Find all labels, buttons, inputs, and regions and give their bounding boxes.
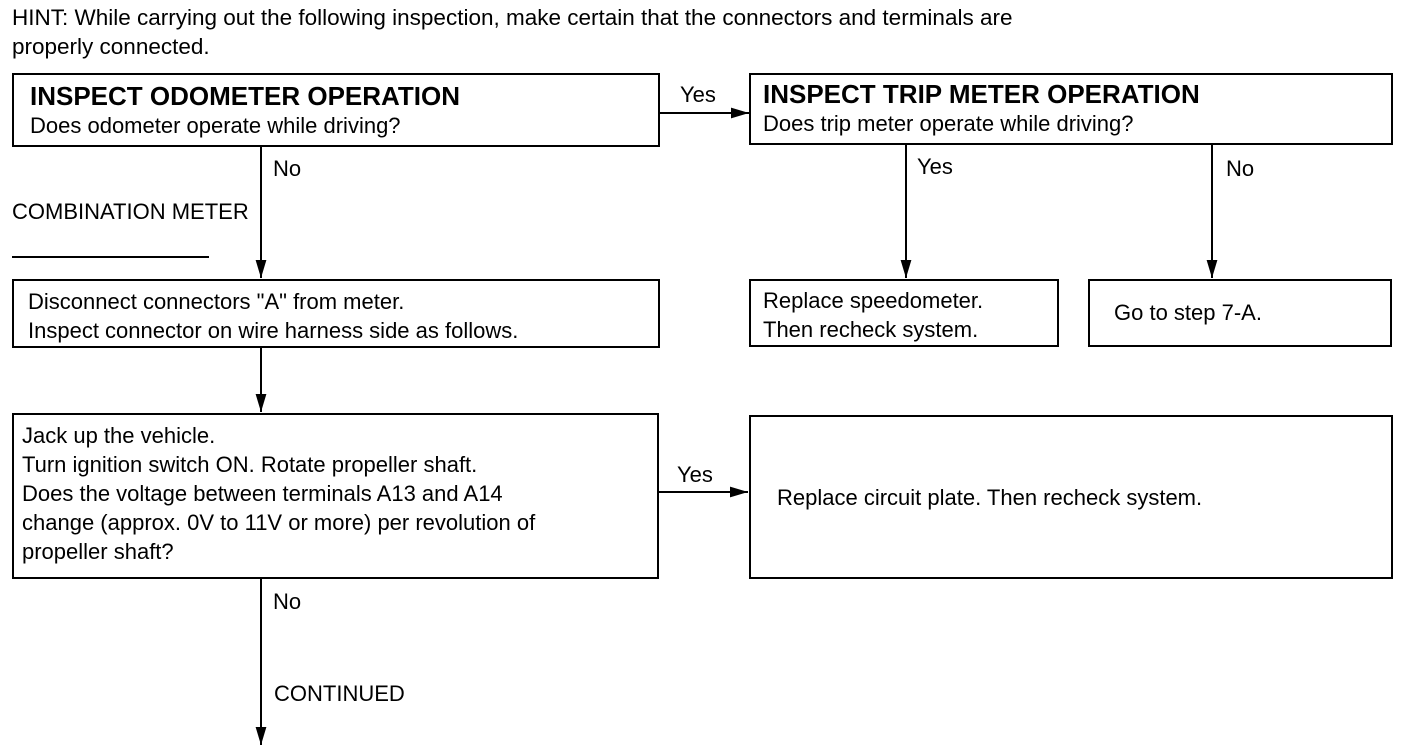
label-yes-trip: Yes (917, 154, 953, 179)
hint-line-2: properly connected. (12, 34, 210, 59)
jack-line-4: change (approx. 0V to 11V or more) per r… (22, 510, 536, 535)
go-to-step-box: Go to step 7-A. (1088, 279, 1392, 347)
combination-meter-line-1: COMBINATION (12, 199, 166, 224)
combination-meter-line-2: METER (171, 199, 249, 224)
jack-line-3: Does the voltage between terminals A13 a… (22, 481, 503, 506)
combination-meter-underline (12, 256, 209, 258)
disconnect-line-1: Disconnect connectors "A" from meter. (28, 289, 405, 314)
continued-label: CONTINUED (274, 681, 405, 706)
inspect-trip-title: INSPECT TRIP METER OPERATION (763, 79, 1200, 109)
label-no-jack: No (273, 589, 302, 614)
jack-line-5: propeller shaft? (22, 539, 174, 564)
replace-circuit-plate-text: Replace circuit plate. Then recheck syst… (777, 485, 1203, 510)
disconnect-connectors-box: Disconnect connectors "A" from meter. In… (12, 279, 660, 348)
combination-meter-label: COMBINATION METER (12, 197, 249, 226)
label-yes-top: Yes (680, 82, 716, 107)
label-no-odometer: No (273, 156, 302, 181)
jack-line-1: Jack up the vehicle. (22, 423, 216, 448)
jack-up-vehicle-box: Jack up the vehicle. Turn ignition switc… (12, 413, 659, 579)
replace-speedometer-line-2: Then recheck system. (763, 317, 979, 342)
replace-speedometer-box: Replace speedometer. Then recheck system… (749, 279, 1059, 347)
inspect-trip-box: INSPECT TRIP METER OPERATION Does trip m… (749, 73, 1393, 145)
inspect-odometer-question: Does odometer operate while driving? (30, 113, 401, 138)
replace-speedometer-line-1: Replace speedometer. (763, 288, 984, 313)
inspect-trip-question: Does trip meter operate while driving? (763, 111, 1134, 136)
replace-circuit-plate-box: Replace circuit plate. Then recheck syst… (749, 415, 1393, 579)
disconnect-line-2: Inspect connector on wire harness side a… (28, 318, 519, 343)
hint-line-1: HINT: While carrying out the following i… (12, 5, 1013, 30)
jack-line-2: Turn ignition switch ON. Rotate propelle… (22, 452, 478, 477)
hint-text: HINT: While carrying out the following i… (12, 3, 1012, 61)
label-yes-jack: Yes (677, 462, 713, 487)
label-no-trip: No (1226, 156, 1255, 181)
inspect-odometer-title: INSPECT ODOMETER OPERATION (30, 81, 460, 111)
go-to-step-text: Go to step 7-A. (1114, 300, 1262, 325)
inspect-odometer-box: INSPECT ODOMETER OPERATION Does odometer… (12, 73, 660, 147)
